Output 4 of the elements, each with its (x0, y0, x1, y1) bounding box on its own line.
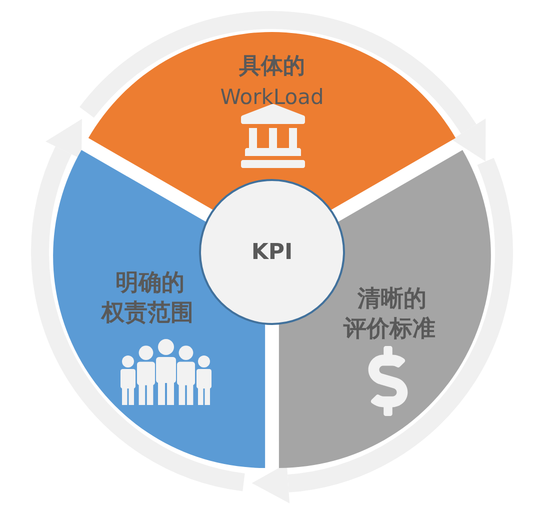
sector-label: 明确的权责范围 (102, 269, 195, 328)
sector-label: 具体的 (239, 53, 305, 81)
sector-label: WorkLoad (220, 84, 324, 111)
sector-label: 清晰的评价标准 (344, 285, 437, 344)
